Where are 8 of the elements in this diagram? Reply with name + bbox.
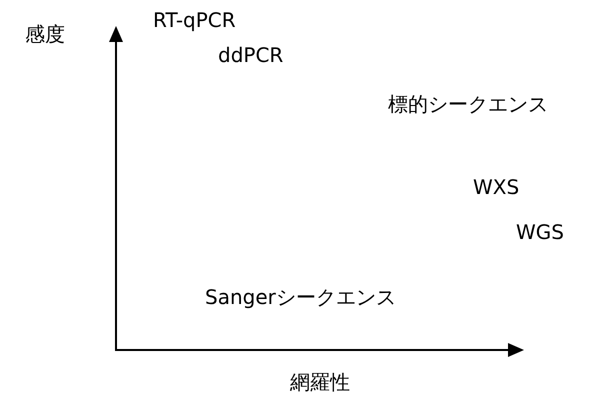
method-label: WXS <box>473 175 520 199</box>
method-label: WGS <box>516 220 564 244</box>
axis-title: 感度 <box>25 22 65 46</box>
method-label: Sangerシークエンス <box>205 285 396 309</box>
method-label: ddPCR <box>218 43 284 67</box>
method-label: 標的シークエンス <box>388 92 548 116</box>
method-label: RT-qPCR <box>153 8 236 32</box>
axis-title: 網羅性 <box>290 370 350 394</box>
